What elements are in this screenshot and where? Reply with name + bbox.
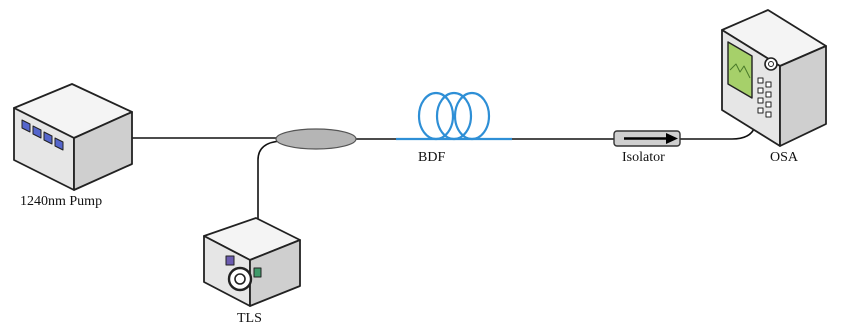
pump-laser-icon [13,83,133,191]
isolator-label: Isolator [622,150,665,165]
osa-label: OSA [770,150,799,165]
pump-label: 1240nm Pump [20,194,103,209]
isolator-arrow-icon [613,130,681,147]
tls-label: TLS [237,311,262,326]
tunable-laser-source-icon [203,217,301,307]
fiber-coil-icon [396,91,512,141]
tls-to-coupler-fiber [257,140,283,232]
coupler-icon [275,128,357,150]
optical-spectrum-analyzer-icon [721,9,827,147]
bdf-label: BDF [418,150,446,165]
